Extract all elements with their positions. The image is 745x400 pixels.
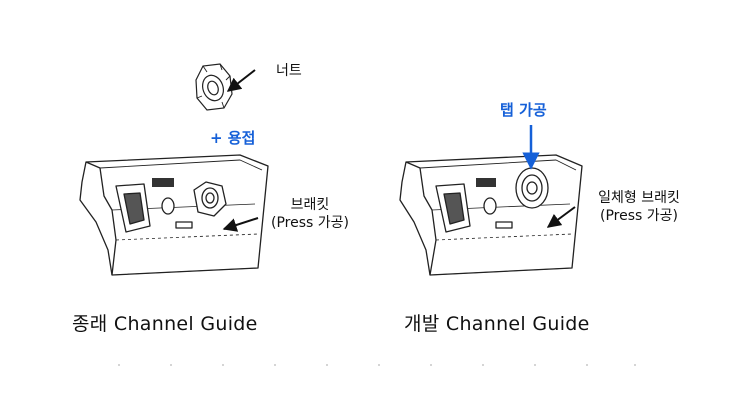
- right-bracket-process: (Press 가공): [600, 207, 678, 224]
- developed-caption: 개발 Channel Guide: [404, 313, 590, 335]
- left-bracket-process: (Press 가공): [271, 214, 349, 231]
- left-bracket-arrow: [222, 217, 259, 232]
- dotted-divider: [118, 364, 638, 368]
- tap-label: 탭 가공: [500, 101, 547, 119]
- right-bracket-arrow: [546, 206, 576, 228]
- weld-label: + 용접: [210, 129, 256, 147]
- nut-label: 너트: [276, 63, 302, 79]
- integrated-bracket-drawing: [399, 154, 583, 276]
- nut-arrow: [226, 69, 256, 92]
- nut-drawing: [195, 63, 233, 111]
- left-bracket-label: 브래킷 (Press 가공): [262, 197, 358, 232]
- conventional-bracket-drawing: [79, 154, 269, 276]
- right-bracket-label: 일체형 브래킷 (Press 가공): [580, 190, 698, 225]
- conventional-caption: 종래 Channel Guide: [72, 313, 258, 335]
- right-bracket-name: 일체형 브래킷: [598, 190, 680, 206]
- left-bracket-name: 브래킷: [290, 197, 330, 213]
